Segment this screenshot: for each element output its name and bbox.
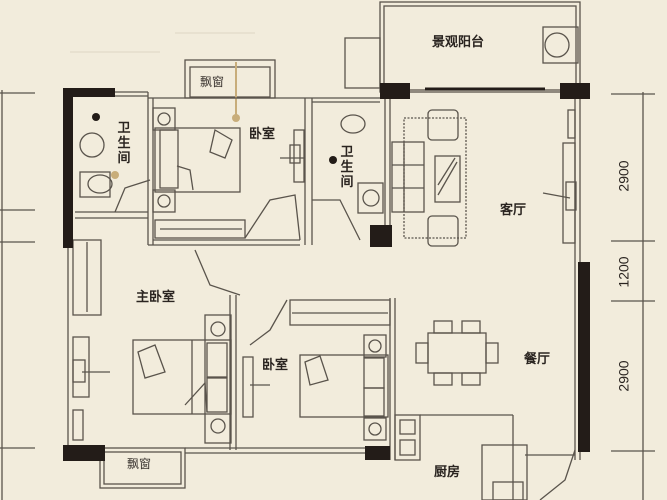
label-bedroom-south: 卧室: [262, 358, 289, 373]
label-balcony: 景观阳台: [432, 35, 485, 50]
label-kitchen: 厨房: [434, 465, 461, 480]
label-bay-window-north: 飘窗: [200, 75, 225, 89]
label-bathroom-center: 卫生间: [340, 145, 354, 190]
dimension-middle: 1200: [615, 256, 632, 288]
dimension-top: 2900: [615, 160, 632, 192]
dimension-bottom: 2900: [615, 360, 632, 392]
label-bay-window-south: 飘窗: [127, 457, 152, 471]
label-dining-room: 餐厅: [524, 352, 551, 367]
label-master-bedroom: 主卧室: [136, 290, 176, 305]
label-bathroom-west: 卫生间: [117, 121, 131, 166]
label-living-room: 客厅: [500, 203, 527, 218]
label-bedroom-north: 卧室: [249, 127, 276, 142]
